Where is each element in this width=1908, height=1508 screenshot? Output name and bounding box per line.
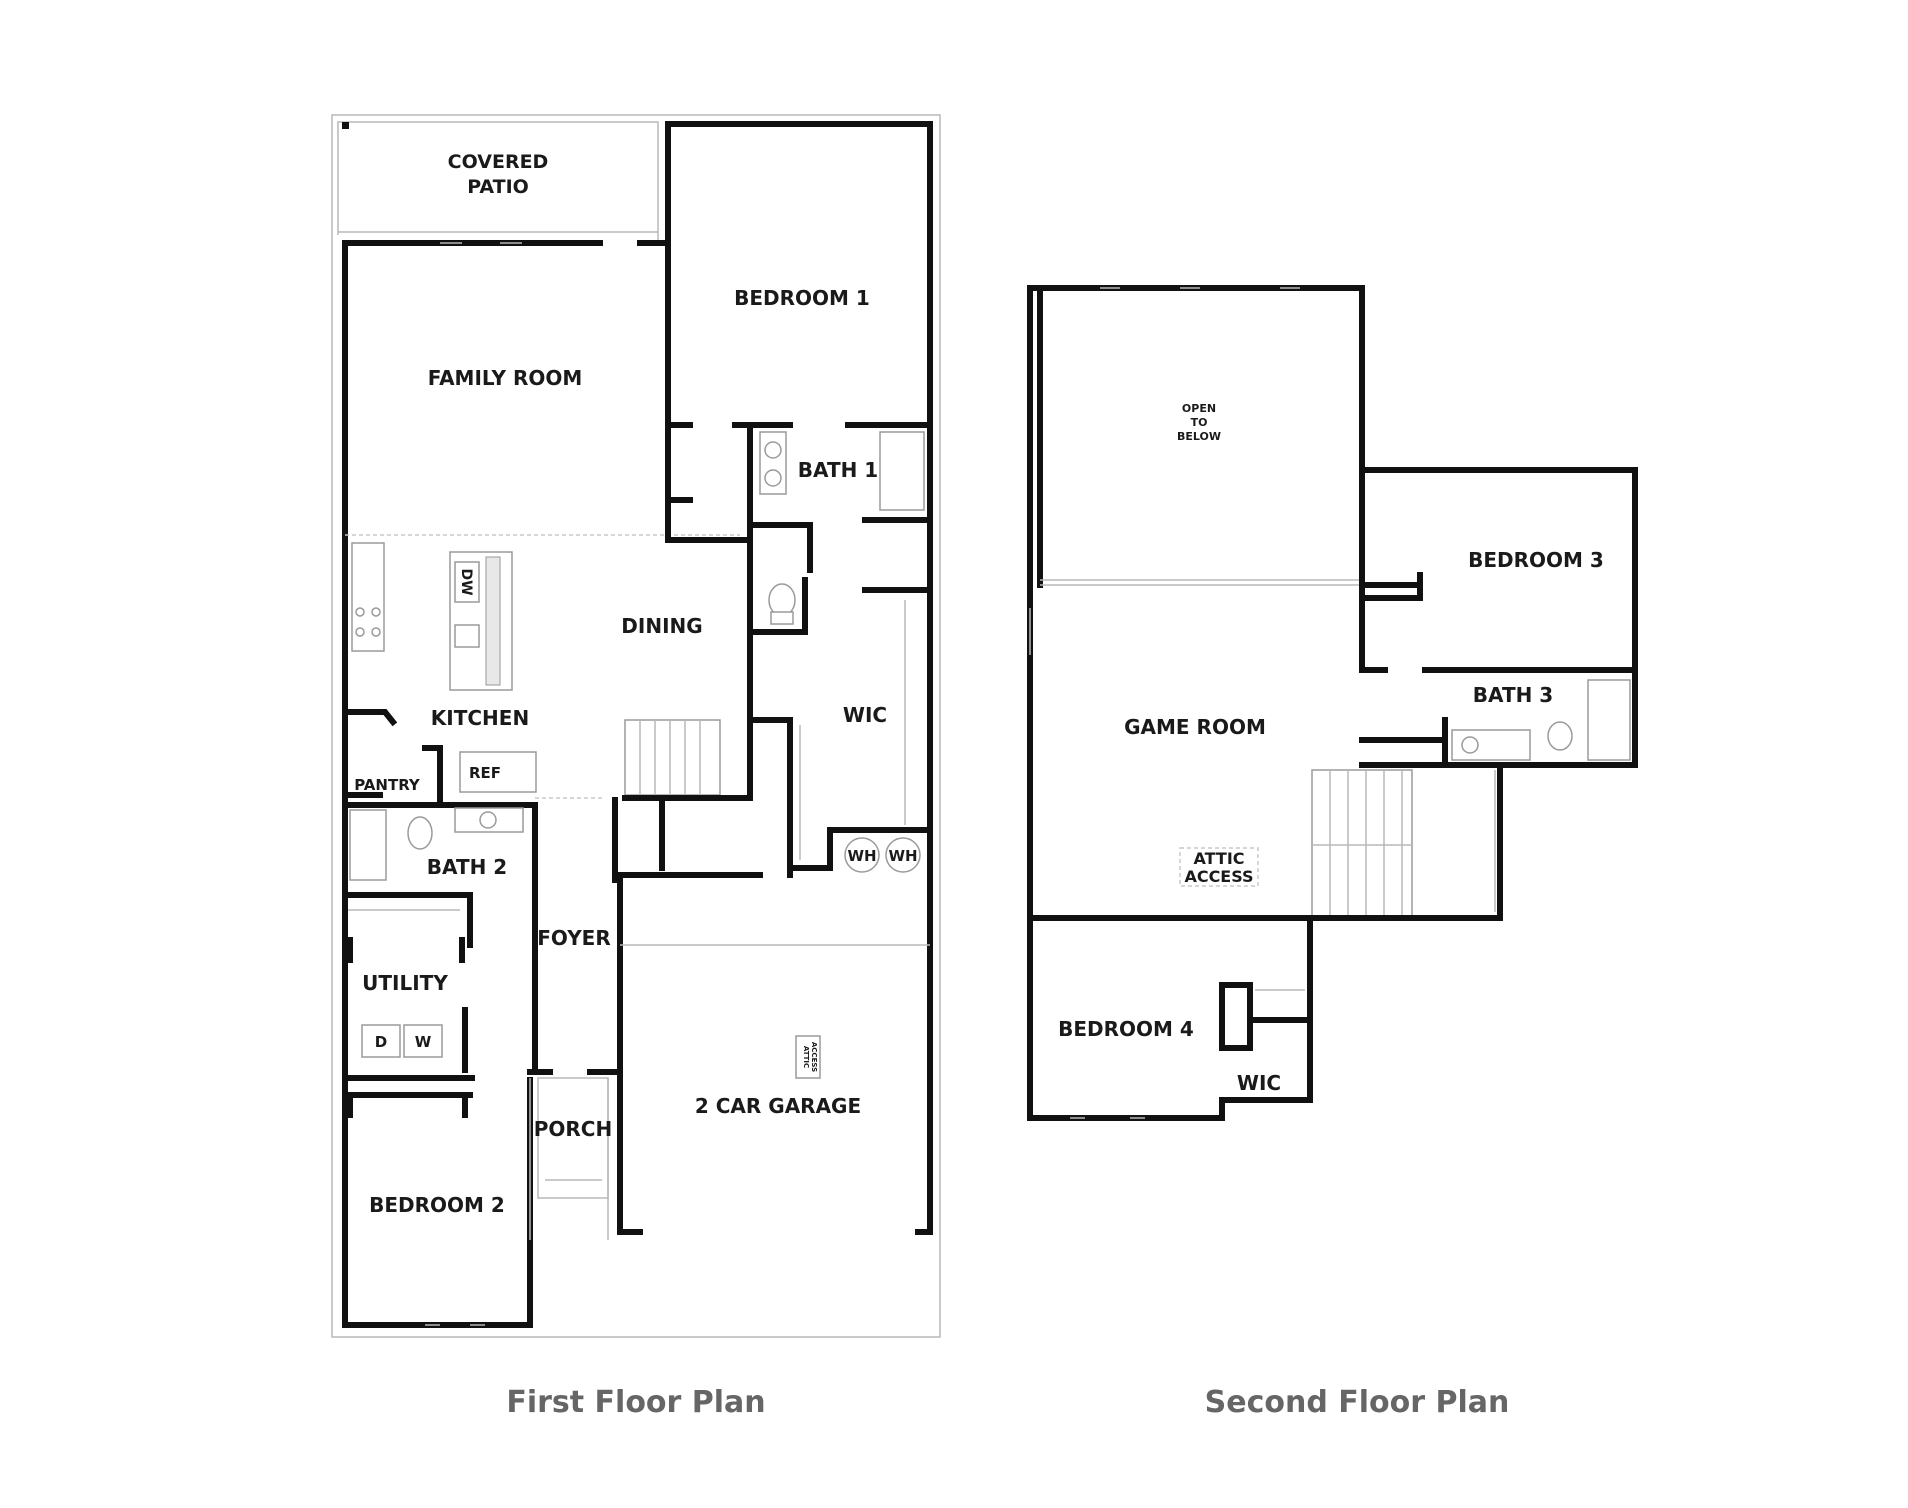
porch-label: PORCH	[534, 1117, 612, 1141]
attic-access-label-2: ACCESS	[1184, 867, 1253, 886]
covered-patio-label-2: PATIO	[467, 176, 529, 198]
wic2-label: WIC	[1237, 1071, 1281, 1095]
game-room-label: GAME ROOM	[1124, 715, 1266, 739]
open-to-below-label-3: BELOW	[1177, 430, 1221, 443]
garage-label: 2 CAR GARAGE	[695, 1094, 861, 1118]
kitchen-label: KITCHEN	[431, 706, 529, 730]
garage-attic-label-2: ACCESS	[810, 1042, 818, 1072]
bath3-label: BATH 3	[1473, 683, 1553, 707]
water-heater-1-label: WH	[847, 847, 876, 865]
bedroom2-label: BEDROOM 2	[369, 1193, 505, 1217]
second-floor-labels: OPEN TO BELOW BEDROOM 3 BATH 3 GAME ROOM…	[1058, 402, 1604, 1095]
bath1-label: BATH 1	[798, 458, 878, 482]
open-to-below-label-1: OPEN	[1182, 402, 1216, 415]
ref-label: REF	[469, 764, 501, 782]
attic-access-label-1: ATTIC	[1193, 849, 1244, 868]
first-floor-plan	[331, 114, 941, 1338]
bath2-label: BATH 2	[427, 855, 507, 879]
family-room-label: FAMILY ROOM	[428, 366, 583, 390]
bedroom3-label: BEDROOM 3	[1468, 548, 1604, 572]
dw-label: DW	[458, 568, 474, 595]
bedroom4-label: BEDROOM 4	[1058, 1017, 1194, 1041]
dryer-label: D	[375, 1033, 387, 1051]
first-floor-caption: First Floor Plan	[506, 1385, 766, 1420]
utility-label: UTILITY	[362, 971, 448, 995]
second-floor-caption: Second Floor Plan	[1204, 1385, 1510, 1420]
pantry-label: PANTRY	[354, 776, 421, 794]
washer-label: W	[415, 1033, 432, 1051]
covered-patio-label-1: COVERED	[448, 151, 549, 173]
first-floor-labels: COVERED PATIO BEDROOM 1 FAMILY ROOM BATH…	[354, 151, 917, 1217]
bedroom1-label: BEDROOM 1	[734, 286, 870, 310]
dining-label: DINING	[621, 614, 702, 638]
open-to-below-label-2: TO	[1191, 416, 1208, 429]
foyer-label: FOYER	[537, 926, 611, 950]
garage-attic-label-1: ATTIC	[802, 1046, 810, 1068]
wic-label: WIC	[843, 703, 887, 727]
water-heater-2-label: WH	[888, 847, 917, 865]
second-floor-plan	[1027, 285, 1638, 1121]
